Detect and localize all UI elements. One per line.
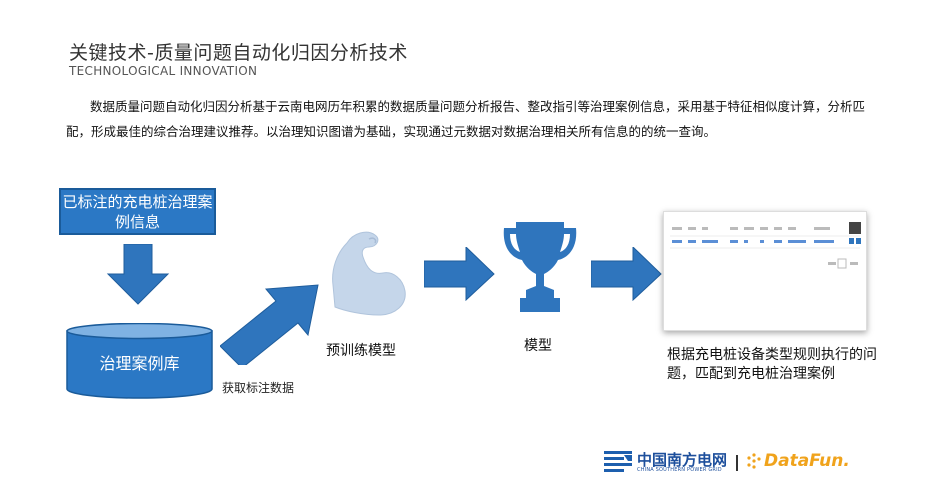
result-description: 根据充电桩设备类型规则执行的问题，匹配到充电桩治理案例	[667, 347, 877, 382]
page-title: 关键技术-质量问题自动化归因分析技术	[69, 42, 408, 64]
database-cylinder-icon	[66, 323, 213, 399]
csg-english: CHINA SOUTHERN POWER GRID	[637, 467, 722, 473]
datafun-logo-icon	[747, 453, 761, 469]
csg-name: 中国南方电网	[637, 451, 728, 469]
labeled-cases-box: 已标注的充电桩治理案例信息	[59, 188, 216, 235]
page-subtitle: TECHNOLOGICAL INNOVATION	[69, 64, 258, 78]
datafun-text: DataFun.	[764, 451, 850, 471]
pretrain-model-label: 预训练模型	[326, 343, 396, 359]
muscle-icon	[332, 231, 406, 316]
fetch-data-label: 获取标注数据	[222, 381, 295, 395]
intro-paragraph: 数据质量问题自动化归因分析基于云南电网历年积累的数据质量问题分析报告、整改指引等…	[66, 99, 866, 139]
result-table-thumbnail	[670, 222, 861, 269]
csg-logo-icon	[604, 451, 632, 472]
trophy-icon	[503, 222, 577, 312]
result-screenshot	[663, 211, 867, 331]
right-arrow-icon	[424, 247, 495, 301]
model-label: 模型	[524, 338, 552, 354]
case-library-label: 治理案例库	[99, 354, 180, 373]
right-arrow-icon	[591, 247, 662, 301]
diagonal-arrow-icon	[220, 284, 319, 365]
down-arrow-icon	[106, 244, 170, 305]
footer-separator	[736, 455, 738, 471]
